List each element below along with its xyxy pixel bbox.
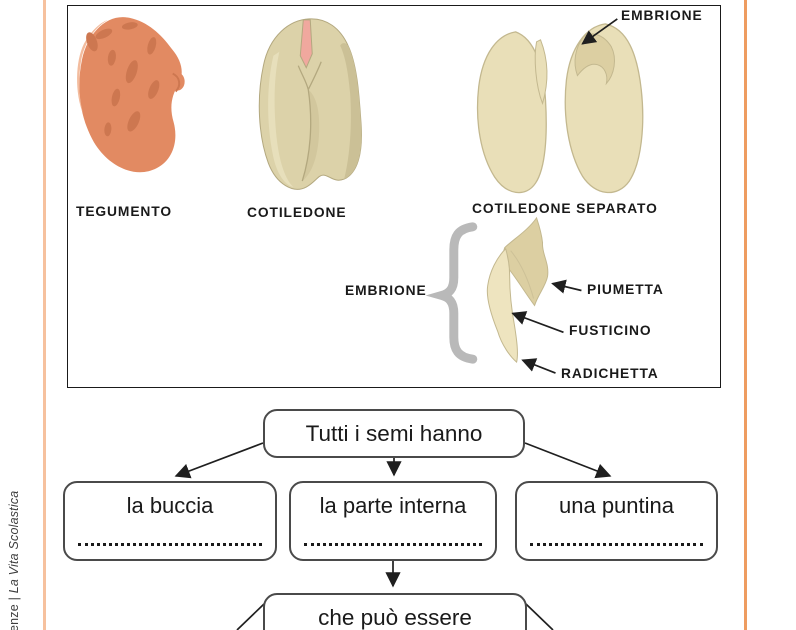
label-piumetta: PIUMETTA <box>587 282 664 297</box>
embrione-illustration <box>486 216 549 364</box>
answer-blank-dotted-line <box>78 543 262 546</box>
label-radichetta: RADICHETTA <box>561 366 659 381</box>
label-pointer-arrows <box>511 18 618 374</box>
node-una-puntina: una puntina <box>515 481 718 561</box>
node-child-label: una puntina <box>559 493 674 518</box>
label-cotiledone: COTILEDONE <box>247 205 347 220</box>
node-root-label: Tutti i semi hanno <box>305 421 483 446</box>
embrione-curly-brace <box>425 222 478 364</box>
right-accent-rule <box>744 0 747 630</box>
concept-map: Tutti i semi hanno la buccia la parte in… <box>0 390 796 630</box>
label-embrione-brace: EMBRIONE <box>345 283 427 298</box>
node-tutti-i-semi-hanno: Tutti i semi hanno <box>263 409 525 458</box>
node-followup-label: che può essere <box>318 605 472 630</box>
label-cotiledone-separato: COTILEDONE SEPARATO <box>472 201 658 216</box>
tegumento-bean-illustration <box>77 17 185 173</box>
label-tegumento: TEGUMENTO <box>76 204 172 219</box>
node-la-buccia: la buccia <box>63 481 277 561</box>
answer-blank-dotted-line <box>530 543 703 546</box>
left-accent-rule <box>43 0 46 630</box>
cotiledone-illustration <box>258 18 362 190</box>
answer-blank-dotted-line <box>304 543 482 546</box>
label-fusticino: FUSTICINO <box>569 323 652 338</box>
label-embrione-pointer: EMBRIONE <box>621 8 703 23</box>
node-child-label: la buccia <box>126 493 214 518</box>
node-la-parte-interna: la parte interna <box>289 481 497 561</box>
seed-diagram-panel: TEGUMENTO COTILEDONE COTILEDONE SEPARATO… <box>67 5 721 388</box>
node-che-puo-essere: che può essere <box>263 593 527 630</box>
cotiledone-separato-illustration <box>476 23 644 194</box>
node-child-label: la parte interna <box>319 493 467 518</box>
seed-diagram-art <box>77 17 644 374</box>
concept-map-arrows <box>174 442 612 630</box>
